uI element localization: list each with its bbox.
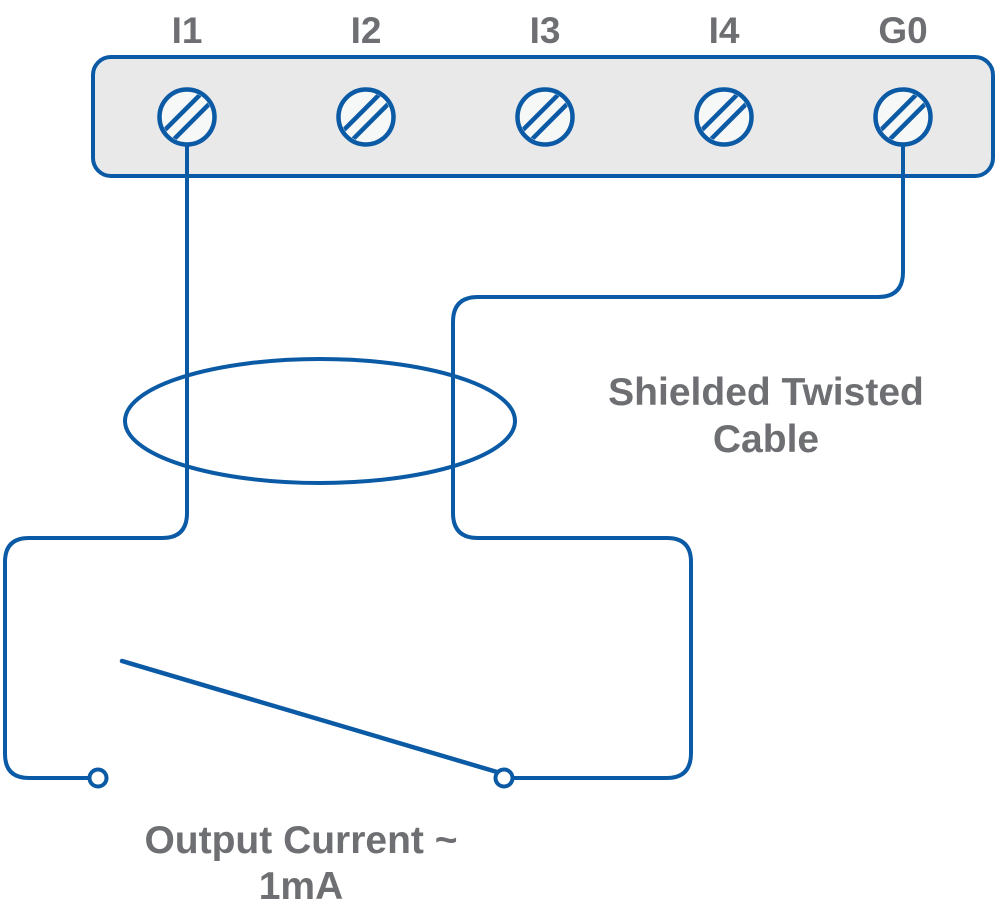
- cable-shield-ellipse-icon: [123, 357, 517, 485]
- terminal-label-i3: I3: [529, 10, 561, 51]
- terminal-label-g0: G0: [878, 10, 928, 51]
- terminal-label-i1: I1: [171, 10, 203, 51]
- terminal-label-i2: I2: [350, 10, 382, 51]
- output-current-caption: Output Current ~ 1mA: [71, 818, 531, 910]
- switch-contact-left-icon: [87, 767, 109, 789]
- switch-blade-icon: [119, 658, 500, 775]
- output-current-caption-line2: 1mA: [258, 865, 344, 908]
- output-current-caption-line1: Output Current ~: [144, 819, 458, 862]
- screw-terminal-i2-icon: [336, 87, 396, 147]
- screw-terminal-i3-icon: [515, 87, 575, 147]
- screw-terminal-i1-icon: [157, 87, 217, 147]
- screw-terminal-g0-icon: [873, 87, 933, 147]
- shielded-cable-caption-line1: Shielded Twisted: [608, 371, 924, 414]
- switch-contact-right-icon: [493, 767, 515, 789]
- terminal-label-i4: I4: [708, 10, 740, 51]
- shielded-cable-caption-line2: Cable: [712, 418, 820, 461]
- wire-i1: [3, 144, 189, 780]
- screw-terminal-i4-icon: [694, 87, 754, 147]
- wire-g0: [451, 144, 905, 780]
- shielded-cable-caption: Shielded Twisted Cable: [536, 369, 996, 463]
